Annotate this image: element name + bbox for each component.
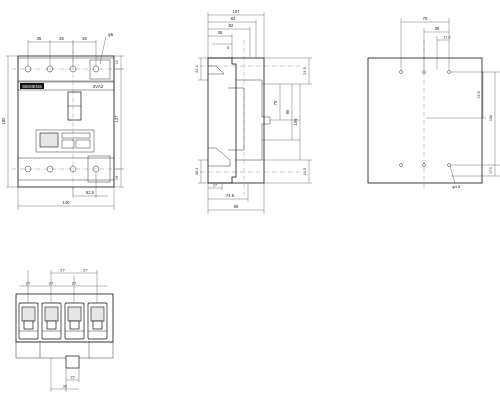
dim-bottom-3: 96: [234, 204, 239, 209]
front-right-dims: 14 137 19: [114, 55, 124, 188]
mount-hole: [399, 163, 403, 167]
side-body-profile: [208, 57, 237, 184]
front-label-strip: [17, 81, 115, 91]
bottom-bottom-dims: 15 35: [50, 358, 80, 392]
dim-bottom-bottom-2: 35: [63, 385, 67, 389]
dim-height-total: 180: [1, 117, 6, 125]
dim-drill-w2: 35: [435, 26, 440, 31]
side-terminal-shape: [208, 147, 231, 167]
side-top-terminal-shape: [208, 65, 225, 75]
dim-top-left: 22.3: [195, 65, 199, 72]
mount-hole: [447, 70, 451, 74]
dim-mid-2: 95: [285, 109, 290, 114]
bottom-pole-slots: [18, 302, 108, 340]
drill-view: 70 35 17.5 73.5 156 17.5 φ4.5: [367, 16, 500, 189]
front-view: SIEMENS 3VA2 35 35: [1, 32, 124, 210]
dim-top-pitch-2: 35: [59, 36, 64, 41]
dim-depth-2: 92: [231, 16, 236, 21]
dim-drill-w3: 17.5: [444, 36, 451, 40]
dim-bottom-inner-1: 27: [26, 281, 31, 286]
dim-bottom-top-2: 27: [83, 268, 88, 273]
dim-bottom-1: 27: [213, 184, 217, 188]
bottom-top-dims: 27 27 27 27 27: [19, 268, 107, 303]
dim-mid-3: 106: [293, 118, 298, 126]
front-height-dims: 180: [1, 55, 18, 188]
dim-hole-label: φ5: [108, 32, 114, 37]
trip-unit-dial: [61, 139, 75, 149]
dim-drill-hole: φ4.5: [452, 184, 461, 189]
mount-hole: [447, 163, 451, 167]
dim-right-bottom: 19: [115, 176, 119, 180]
front-top-pitch-dims: 35 35 35 φ5: [27, 32, 114, 66]
dim-top-pitch-1: 35: [37, 36, 42, 41]
dim-bottom-left: 30.4: [195, 168, 199, 175]
pole-slot-2: [41, 302, 62, 340]
pole-slot-4: [87, 302, 108, 340]
trip-unit-panel: [61, 132, 91, 139]
dim-depth-4: 45: [218, 30, 223, 35]
dim-mid-1: 75: [273, 100, 278, 105]
dim-bottom-bottom-1: 15: [70, 376, 74, 380]
drill-right-dims: 73.5 156 17.5 φ4.5: [426, 71, 500, 189]
dim-drill-h1: 73.5: [477, 91, 481, 98]
pole-slot-1: [18, 302, 39, 340]
dim-depth-5: 5: [227, 46, 229, 50]
bottom-view: 27 27 27 27 27 15 35: [15, 268, 114, 392]
bottom-base-strip: [15, 341, 114, 359]
drill-plate-outline: [367, 57, 483, 184]
dim-drill-h2: 156: [489, 115, 493, 121]
dim-bottom-top-1: 27: [60, 268, 65, 273]
trip-unit-display: [39, 132, 59, 148]
dim-bottom-inner-2: 27: [49, 281, 54, 286]
dim-bottom-2: 74.5: [226, 193, 235, 198]
drill-top-dims: 70 35 17.5: [400, 16, 451, 70]
front-trip-unit: [35, 129, 95, 153]
dim-bottom-right: 24.5: [303, 168, 307, 175]
side-front-cover: [236, 79, 271, 161]
dim-top-right: 24.5: [303, 67, 307, 74]
side-top-depth-dims: 107 92 82 45 5: [207, 9, 265, 58]
dim-depth-total: 107: [233, 9, 241, 14]
side-handle-cavity: [228, 87, 245, 151]
trip-unit-dial: [75, 139, 91, 149]
front-bottom-dims: 52.5 140: [17, 172, 115, 210]
dim-drill-h3: 17.5: [489, 167, 493, 174]
side-left-dims: 22.3 30.4: [195, 57, 208, 184]
dim-depth-3: 82: [229, 23, 234, 28]
dim-right-top: 14: [115, 60, 119, 64]
pole-slot-3: [64, 302, 85, 340]
front-body-outline: [17, 55, 115, 188]
dim-top-pitch-3: 35: [82, 36, 87, 41]
mount-hole: [399, 70, 403, 74]
dim-bottom-inner-3: 27: [72, 281, 77, 286]
front-brand-label: SIEMENS: [22, 84, 42, 89]
dim-height-mid: 137: [114, 115, 119, 123]
side-right-dims: 24.5 75 95 106 24.5: [262, 57, 312, 184]
bottom-handle-tab: [65, 355, 80, 369]
side-base-outline: [207, 57, 265, 184]
front-top-terminal-band: [17, 57, 115, 82]
front-brand-plate: [20, 83, 44, 89]
dim-drill-w1: 70: [423, 16, 428, 21]
side-bottom-dims: 27 74.5 96: [207, 183, 265, 214]
side-view: 107 92 82 45 5 22.3 30.4: [195, 9, 312, 214]
front-accessory-box: [89, 59, 111, 80]
dim-width-total: 140: [63, 200, 71, 205]
dim-offset-bottom: 52.5: [86, 190, 95, 195]
front-model-label: 3VA2: [93, 84, 104, 89]
drill-holes: [399, 70, 451, 167]
